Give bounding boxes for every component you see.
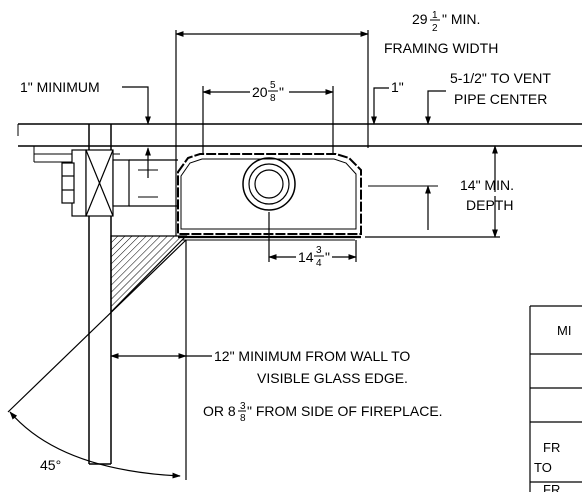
one-inch-minimum-label: 1" MINIMUM	[20, 79, 100, 95]
wall-clearance-line3-num: 3	[240, 401, 246, 412]
depth-20-suffix: "	[279, 84, 284, 100]
vent-collar	[242, 157, 296, 211]
width-14-num: 3	[316, 245, 322, 256]
width-14-whole: 14	[298, 249, 314, 265]
framing-width-den: 2	[432, 23, 438, 34]
min-depth-line1: 14" MIN.	[460, 177, 514, 193]
table-row4-line2: TO	[534, 460, 552, 475]
angle-45-indicator: 45°	[7, 239, 187, 479]
wall-clearance-line3-suffix: " FROM SIDE OF FIREPLACE.	[247, 403, 443, 419]
framing-width-whole: 29	[412, 11, 428, 27]
depth-20-dimension: 20 5 8 "	[202, 80, 334, 155]
table-header-cell: MI	[557, 323, 571, 338]
one-inch-minimum-dimension: 1" MINIMUM	[20, 79, 158, 198]
framing-width-suffix: " MIN.	[442, 11, 480, 27]
wall-clearance-note: 12" MINIMUM FROM WALL TO VISIBLE GLASS E…	[110, 240, 443, 480]
depth-20-num: 5	[270, 80, 276, 91]
vent-center-line2: PIPE CENTER	[454, 91, 547, 107]
wall-clearance-line1: 12" MINIMUM FROM WALL TO	[214, 348, 410, 364]
table-row4-line1: FR	[543, 440, 560, 455]
vent-termination-cap	[61, 149, 130, 217]
horizontal-vent-pipe	[129, 159, 178, 207]
width-14-suffix: "	[325, 249, 330, 265]
wall-clearance-line3-prefix: OR 8	[203, 403, 236, 419]
one-inch-dimension: 1"	[371, 79, 404, 125]
vent-center-line1: 5-1/2" TO VENT	[450, 70, 551, 86]
table-row5-cell: FR	[543, 482, 560, 492]
depth-20-whole: 20	[252, 84, 268, 100]
min-depth-dimension: 14" MIN. DEPTH	[365, 145, 514, 238]
wall-clearance-line2: VISIBLE GLASS EDGE.	[257, 370, 408, 386]
angle-45-label: 45°	[40, 457, 61, 473]
framing-width-dimension: 29 1 2 " MIN. FRAMING WIDTH	[175, 10, 498, 236]
one-inch-label: 1"	[391, 79, 404, 95]
framing-width-num: 1	[432, 10, 438, 21]
width-14-den: 4	[316, 258, 322, 269]
vent-center-dimension: 5-1/2" TO VENT PIPE CENTER	[368, 70, 551, 230]
framing-width-label: FRAMING WIDTH	[384, 40, 498, 56]
hatched-clearance-zone	[110, 235, 188, 314]
clearance-table	[529, 305, 582, 492]
wall-clearance-line3-den: 8	[240, 413, 246, 424]
depth-20-den: 8	[270, 93, 276, 104]
width-14-dimension: 14 3 4 "	[268, 212, 357, 269]
min-depth-line2: DEPTH	[466, 197, 513, 213]
